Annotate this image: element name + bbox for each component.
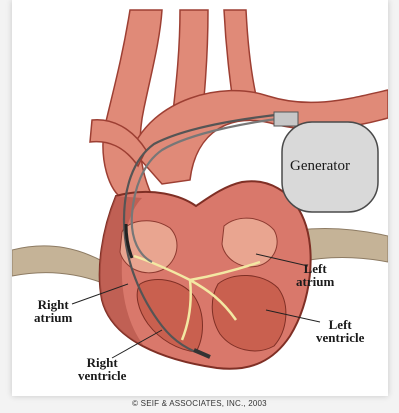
left-atrium-chamber bbox=[222, 218, 277, 267]
right-ventricle-label: Right ventricle bbox=[78, 356, 126, 382]
left-atrium-label: Left atrium bbox=[296, 262, 334, 288]
right-ventricle-label-line2: ventricle bbox=[78, 369, 126, 382]
left-atrium-label-line2: atrium bbox=[296, 275, 334, 288]
generator-connector bbox=[274, 112, 298, 126]
copyright-notice: © SEIF & ASSOCIATES, INC., 2003 bbox=[0, 399, 399, 408]
left-ventricle-label-line2: ventricle bbox=[316, 331, 364, 344]
right-atrium-label: Right atrium bbox=[34, 298, 72, 324]
right-atrium-label-line2: atrium bbox=[34, 311, 72, 324]
generator-label: Generator bbox=[290, 158, 350, 175]
diagram-panel: Generator Left atrium Left ventricle Rig… bbox=[12, 0, 388, 396]
tissue-band-left bbox=[12, 246, 104, 282]
left-ventricle-label: Left ventricle bbox=[316, 318, 364, 344]
